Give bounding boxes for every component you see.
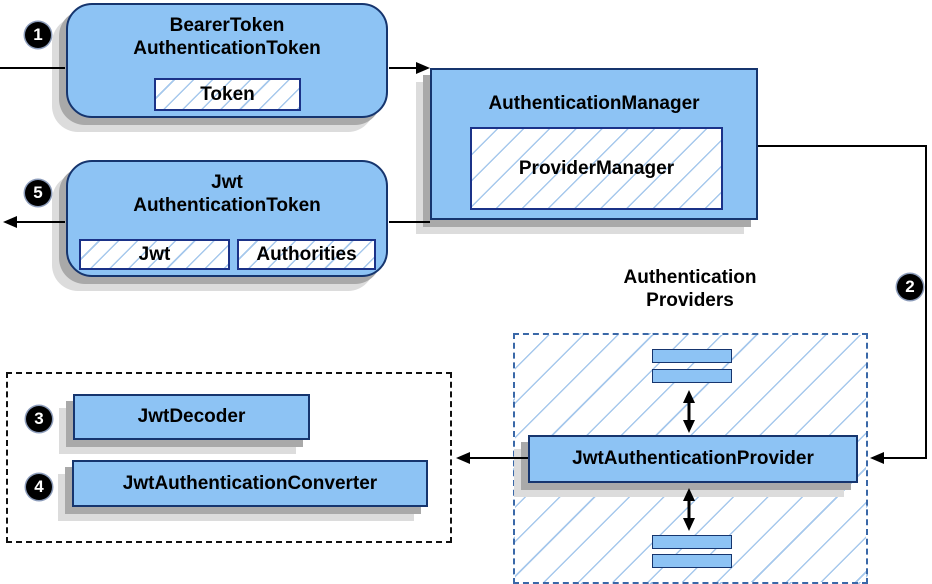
step-5-badge: 5 [25,180,51,206]
jwt-authentication-provider-node: JwtAuthenticationProvider [528,435,858,483]
bearer-to-manager-arrow [389,62,430,74]
node-title: AuthenticationManager [488,93,700,114]
step-3-badge: 3 [26,406,52,432]
chip-label: Token [200,83,255,105]
node-title: BearerToken [169,15,285,36]
step-1-badge: 1 [25,22,51,48]
chip-label: Jwt [138,243,171,265]
step-4-badge: 4 [26,474,52,500]
node-title: JwtAuthenticationConverter [122,472,378,494]
bearer-token-authentication-token-node: BearerToken AuthenticationToken Token [66,3,388,118]
label-line: Providers [646,290,734,311]
node-title: AuthenticationToken [133,195,321,216]
jwt-authentication-token-node: Jwt AuthenticationToken Jwt Authorities [66,160,388,277]
node-title: AuthenticationToken [133,38,321,59]
node-title: JwtAuthenticationProvider [572,448,814,469]
jwt-chip: Jwt [79,239,230,270]
token-chip: Token [154,78,301,111]
authorities-chip: Authorities [237,239,376,270]
other-provider-rect [652,554,732,568]
node-title: Jwt [211,172,243,193]
jwt-decoder-node: JwtDecoder [73,394,310,440]
other-provider-rect [652,369,732,383]
step-2-badge: 2 [897,274,923,300]
authentication-providers-label: Authentication Providers [565,266,815,312]
label-line: Authentication [623,267,757,288]
provider-manager-chip: ProviderManager [470,127,723,210]
jwt-authentication-converter-node: JwtAuthenticationConverter [72,460,428,507]
authentication-manager-node: AuthenticationManager ProviderManager [430,68,758,220]
other-provider-rect [652,349,732,363]
node-title: JwtDecoder [137,406,246,427]
chip-label: Authorities [256,243,357,265]
chip-label: ProviderManager [518,157,675,179]
other-provider-rect [652,535,732,549]
response-out-arrow [3,216,65,228]
